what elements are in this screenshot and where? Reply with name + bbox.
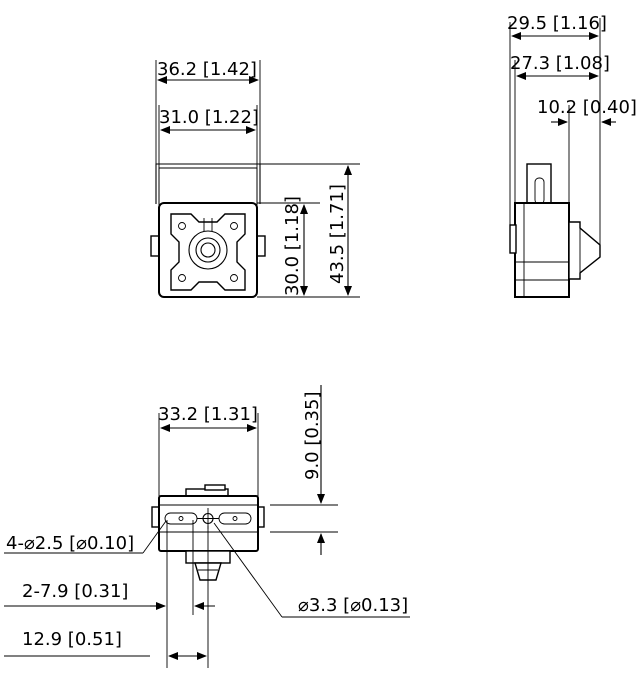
front-bracket bbox=[155, 163, 261, 204]
front-lens-outer bbox=[188, 230, 228, 270]
side-body bbox=[514, 202, 570, 298]
dim-front-height-total: 43.5 [1.71] bbox=[327, 184, 348, 284]
front-left-screw bbox=[150, 235, 160, 257]
bottom-view: 33.2 [1.31] 9.0 [0.35] 4-⌀2.5 [⌀0.10] 2-… bbox=[4, 385, 410, 668]
dim-slot-width: 2-7.9 [0.31] bbox=[22, 581, 128, 602]
label-mount-holes: 4-⌀2.5 [⌀0.10] bbox=[6, 533, 134, 554]
front-right-screw bbox=[256, 235, 266, 257]
front-view: 36.2 [1.42] 31.0 [1.22] 30.0 [1.18] 43.5… bbox=[150, 59, 360, 298]
label-center-hole: ⌀3.3 [⌀0.13] bbox=[298, 595, 408, 616]
dim-front-width-inner: 31.0 [1.22] bbox=[159, 107, 259, 128]
side-view: 32 29.5 [1.16] 27.3 [1.08] 10.2 [0.40] bbox=[507, 13, 637, 298]
dim-front-height-body: 30.0 [1.18] bbox=[282, 196, 303, 296]
front-faceplate bbox=[170, 213, 246, 291]
dim-side-lens-depth: 10.2 [0.40] bbox=[537, 97, 637, 118]
dim-bottom-height: 9.0 [0.35] bbox=[302, 392, 323, 480]
front-lens-inner bbox=[200, 242, 216, 258]
dim-side-depth-mid: 27.3 [1.08] bbox=[510, 53, 610, 74]
dim-bottom-width: 33.2 [1.31] bbox=[158, 404, 258, 425]
side-lens bbox=[568, 221, 601, 280]
dim-front-width-outer: 36.2 [1.42] bbox=[157, 59, 257, 80]
dim-slot-spacing: 12.9 [0.51] bbox=[22, 629, 122, 650]
dim-side-depth-total: 29.5 [1.16] bbox=[507, 13, 607, 34]
